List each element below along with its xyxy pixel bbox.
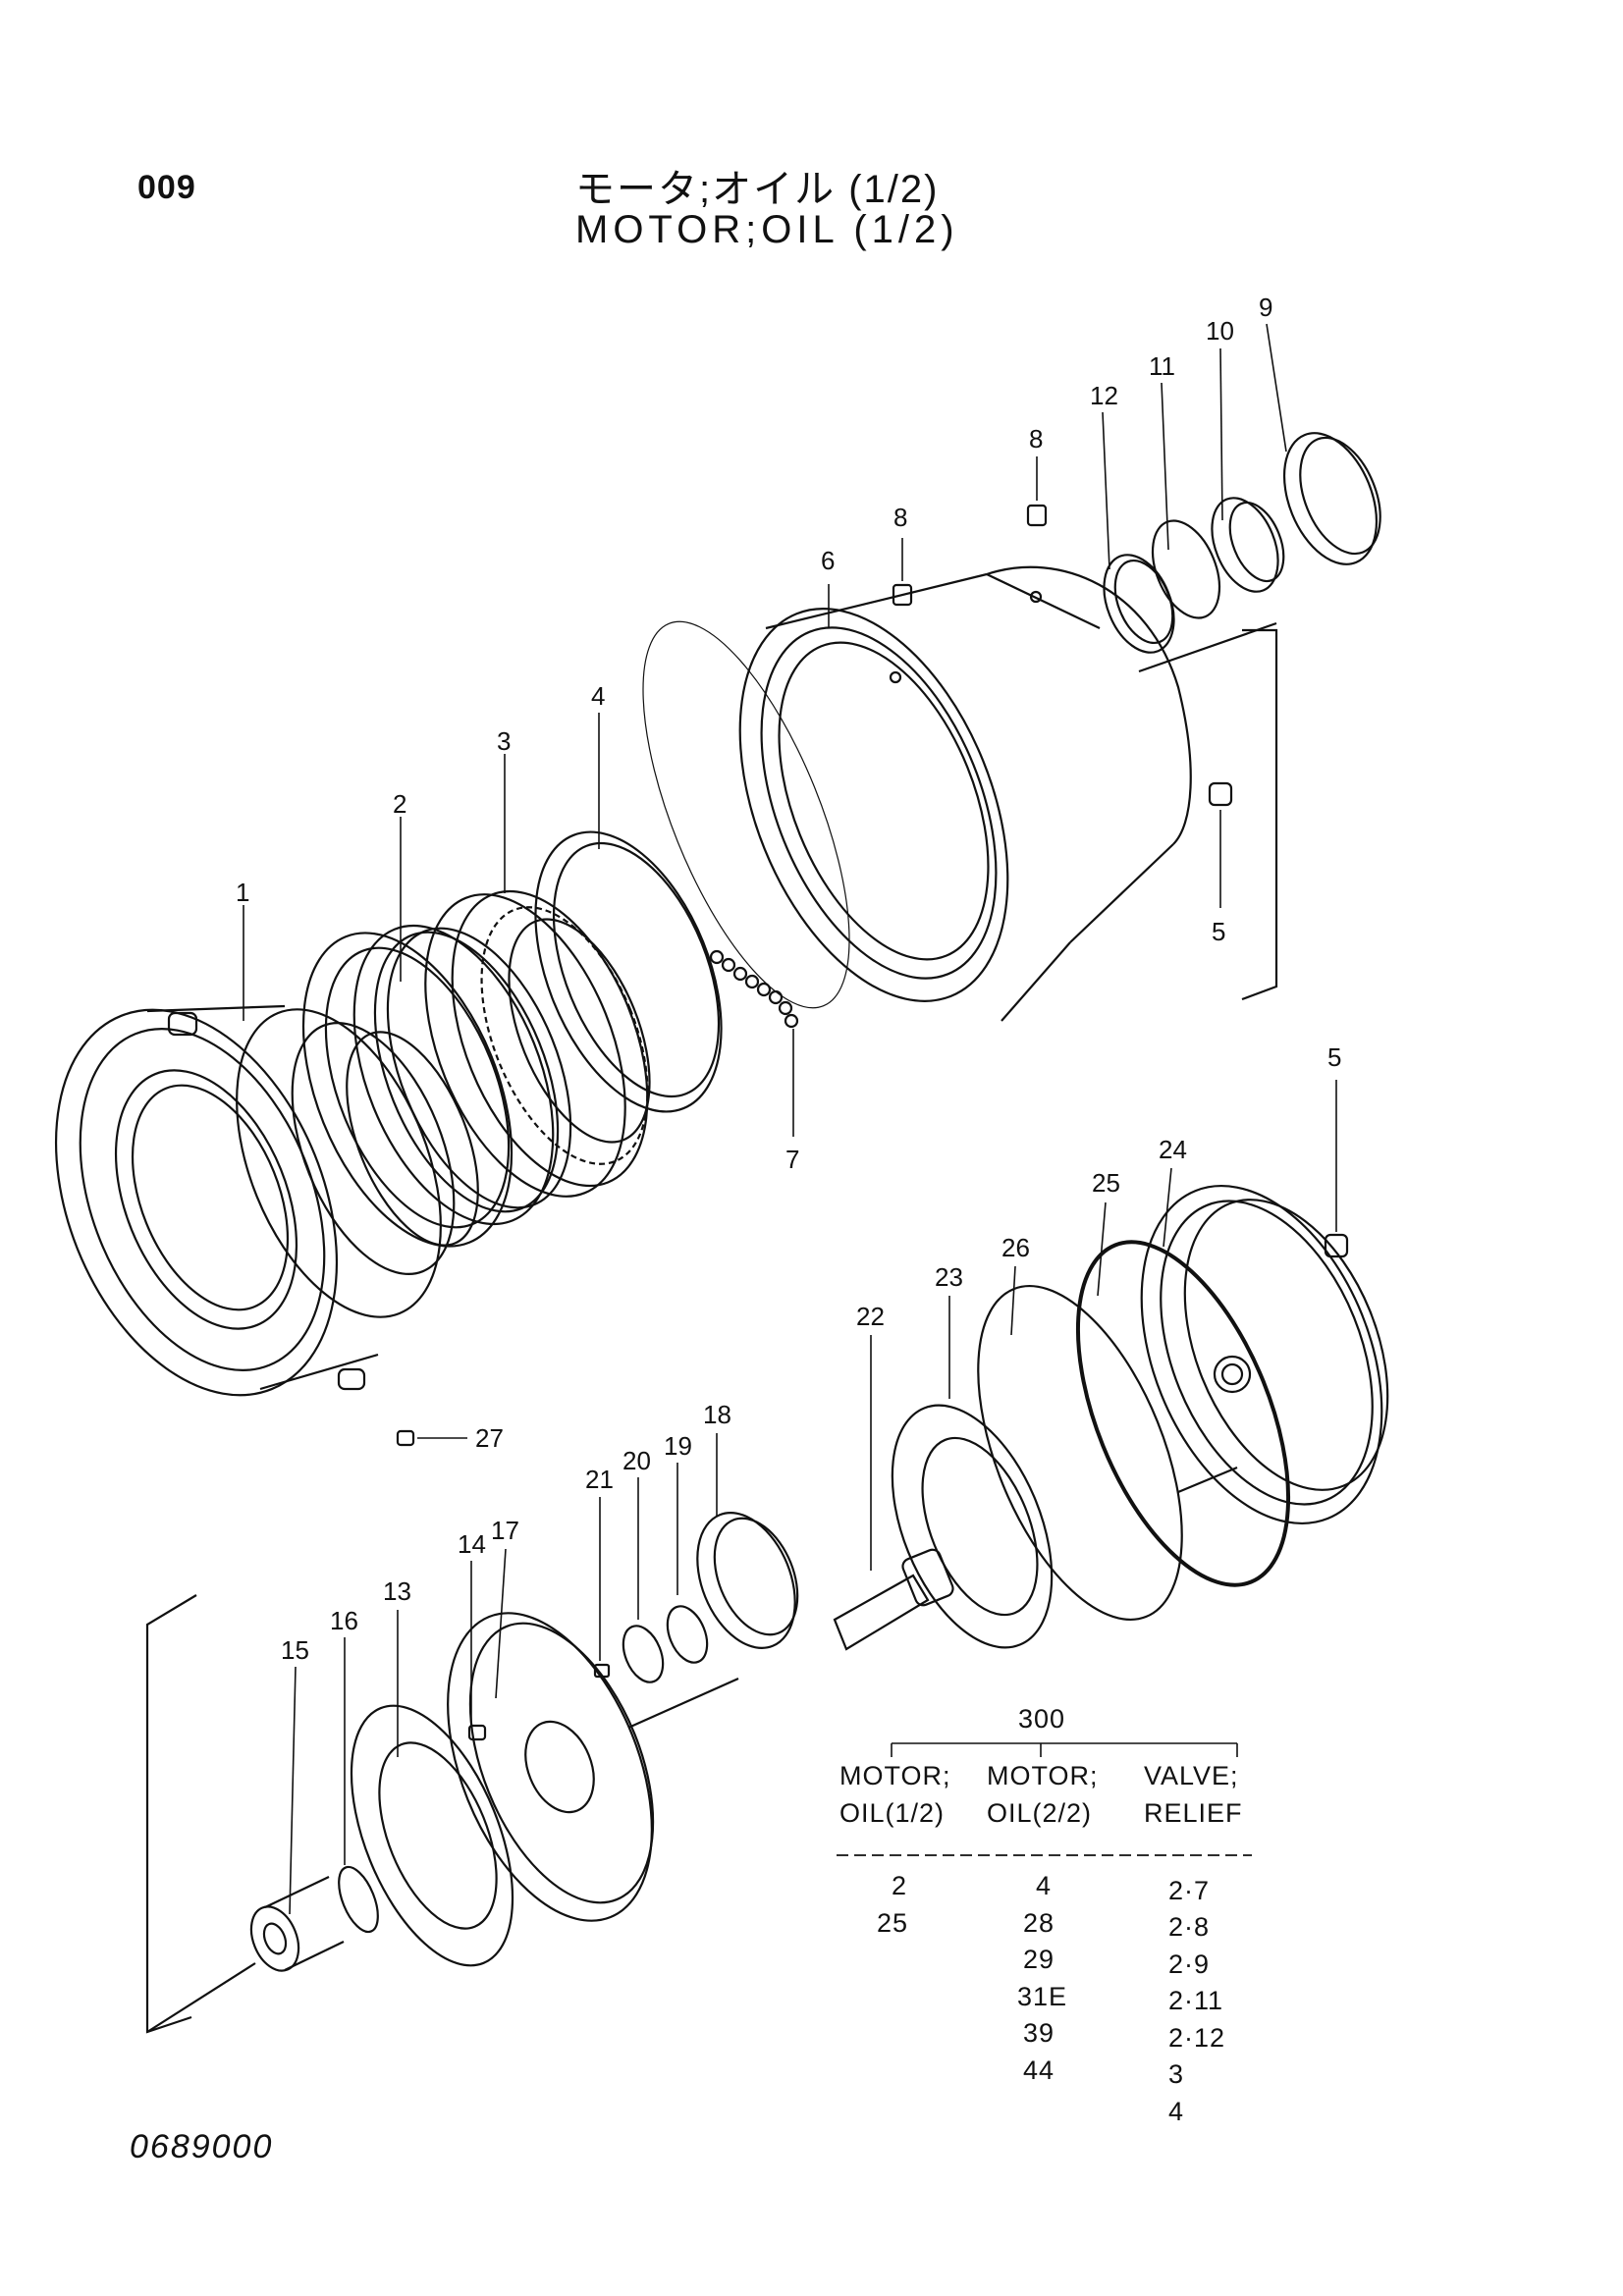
part-roller-bearing: [424, 889, 651, 1198]
column-header-motor-oil-1-2-line1: MOTOR;: [839, 1761, 951, 1790]
callout-17: 17: [491, 1516, 519, 1545]
leader-lines: [243, 323, 1337, 1915]
part-motor-casing: [738, 565, 1192, 1022]
table-cell: 3: [1168, 2059, 1184, 2089]
table-cell: 2·9: [1168, 1949, 1210, 1979]
callout-13: 13: [383, 1576, 411, 1606]
part-end-cover: [1140, 1184, 1389, 1525]
assembly-table: 300 MOTOR; OIL(1/2) MOTOR; OIL(2/2) VALV…: [837, 1704, 1252, 2126]
page-code: 009: [137, 169, 196, 206]
callout-1: 1: [236, 878, 249, 907]
assembly-boundary-lines: [145, 621, 1278, 2034]
part-snap-ring-16: [338, 1865, 379, 1934]
callout-5-lower: 5: [1327, 1042, 1341, 1072]
callout-19: 19: [664, 1431, 692, 1461]
callout-18: 18: [703, 1400, 731, 1429]
callout-27: 27: [475, 1423, 504, 1453]
part-ball-set: [642, 620, 850, 1029]
callout-24: 24: [1159, 1135, 1187, 1164]
table-cell: 4: [1168, 2097, 1184, 2126]
column-header-valve-relief-line1: VALVE;: [1144, 1761, 1239, 1790]
table-cell: 2·11: [1168, 1986, 1223, 2015]
part-shaft: [833, 1548, 954, 1651]
callout-26: 26: [1001, 1233, 1030, 1262]
table-cell: 44: [1023, 2056, 1055, 2085]
callout-11: 11: [1149, 351, 1175, 381]
part-seal-ring: [301, 924, 572, 1248]
table-cell: 2·12: [1168, 2023, 1225, 2053]
table-cell: 4: [1036, 1871, 1052, 1900]
callout-labels: 1 2 3 4 5 5 6 7 8 8 9 10 11 12 13 14 15 …: [236, 293, 1341, 1665]
part-o-ring: [1075, 1240, 1291, 1587]
table-cell: 25: [877, 1908, 908, 1938]
callout-21: 21: [585, 1465, 614, 1494]
callout-15: 15: [281, 1635, 309, 1665]
callout-12: 12: [1090, 381, 1118, 410]
table-group-number: 300: [1018, 1704, 1065, 1734]
table-cell: 31E: [1017, 1982, 1067, 2011]
part-sun-gear: [249, 1876, 345, 1972]
callout-5-upper: 5: [1212, 917, 1225, 946]
callout-3: 3: [497, 726, 511, 756]
table-cell: 29: [1023, 1945, 1055, 1974]
callout-4: 4: [591, 681, 605, 711]
callout-10: 10: [1206, 316, 1234, 346]
column-header-valve-relief-line2: RELIEF: [1144, 1798, 1243, 1828]
column-header-motor-oil-2-2-line1: MOTOR;: [987, 1761, 1099, 1790]
table-cell: 28: [1023, 1908, 1055, 1938]
page-title: MOTOR;OIL (1/2): [575, 208, 959, 251]
part-carrier: [447, 1612, 655, 1922]
table-cell: 2·7: [1168, 1876, 1210, 1905]
column-header-motor-oil-1-2-line2: OIL(1/2): [839, 1798, 945, 1828]
part-plug-27: [396, 1429, 415, 1447]
callout-2: 2: [393, 789, 406, 819]
part-plate-13: [350, 1704, 514, 1967]
table-cell: 2·8: [1168, 1912, 1210, 1942]
part-thrust-plate: [891, 1404, 1054, 1649]
part-gear-stack: [1103, 432, 1381, 654]
callout-16: 16: [330, 1606, 358, 1635]
callout-9: 9: [1259, 293, 1272, 322]
callout-8-left: 8: [893, 503, 907, 532]
callout-14: 14: [458, 1529, 486, 1559]
part-pin: [467, 1724, 487, 1741]
callout-6: 6: [821, 546, 835, 575]
callout-20: 20: [622, 1446, 651, 1475]
table-cell: 2: [892, 1871, 907, 1900]
page-title-japanese: モータ;オイル (1/2): [575, 168, 940, 211]
table-cell: 39: [1023, 2018, 1055, 2048]
callout-23: 23: [935, 1262, 963, 1292]
part-snap-ring: [534, 830, 723, 1113]
callout-7: 7: [785, 1145, 799, 1174]
part-housing-flange: [54, 1004, 479, 1397]
drawing-code: 0689000: [130, 2128, 274, 2165]
part-plug-upper: [1208, 781, 1233, 807]
column-header-motor-oil-2-2-line2: OIL(2/2): [987, 1798, 1092, 1828]
callout-25: 25: [1092, 1168, 1120, 1198]
part-plug: [892, 504, 1048, 607]
callout-22: 22: [856, 1302, 885, 1331]
part-planetary-gear: [593, 1512, 799, 1683]
callout-8-right: 8: [1029, 424, 1043, 454]
